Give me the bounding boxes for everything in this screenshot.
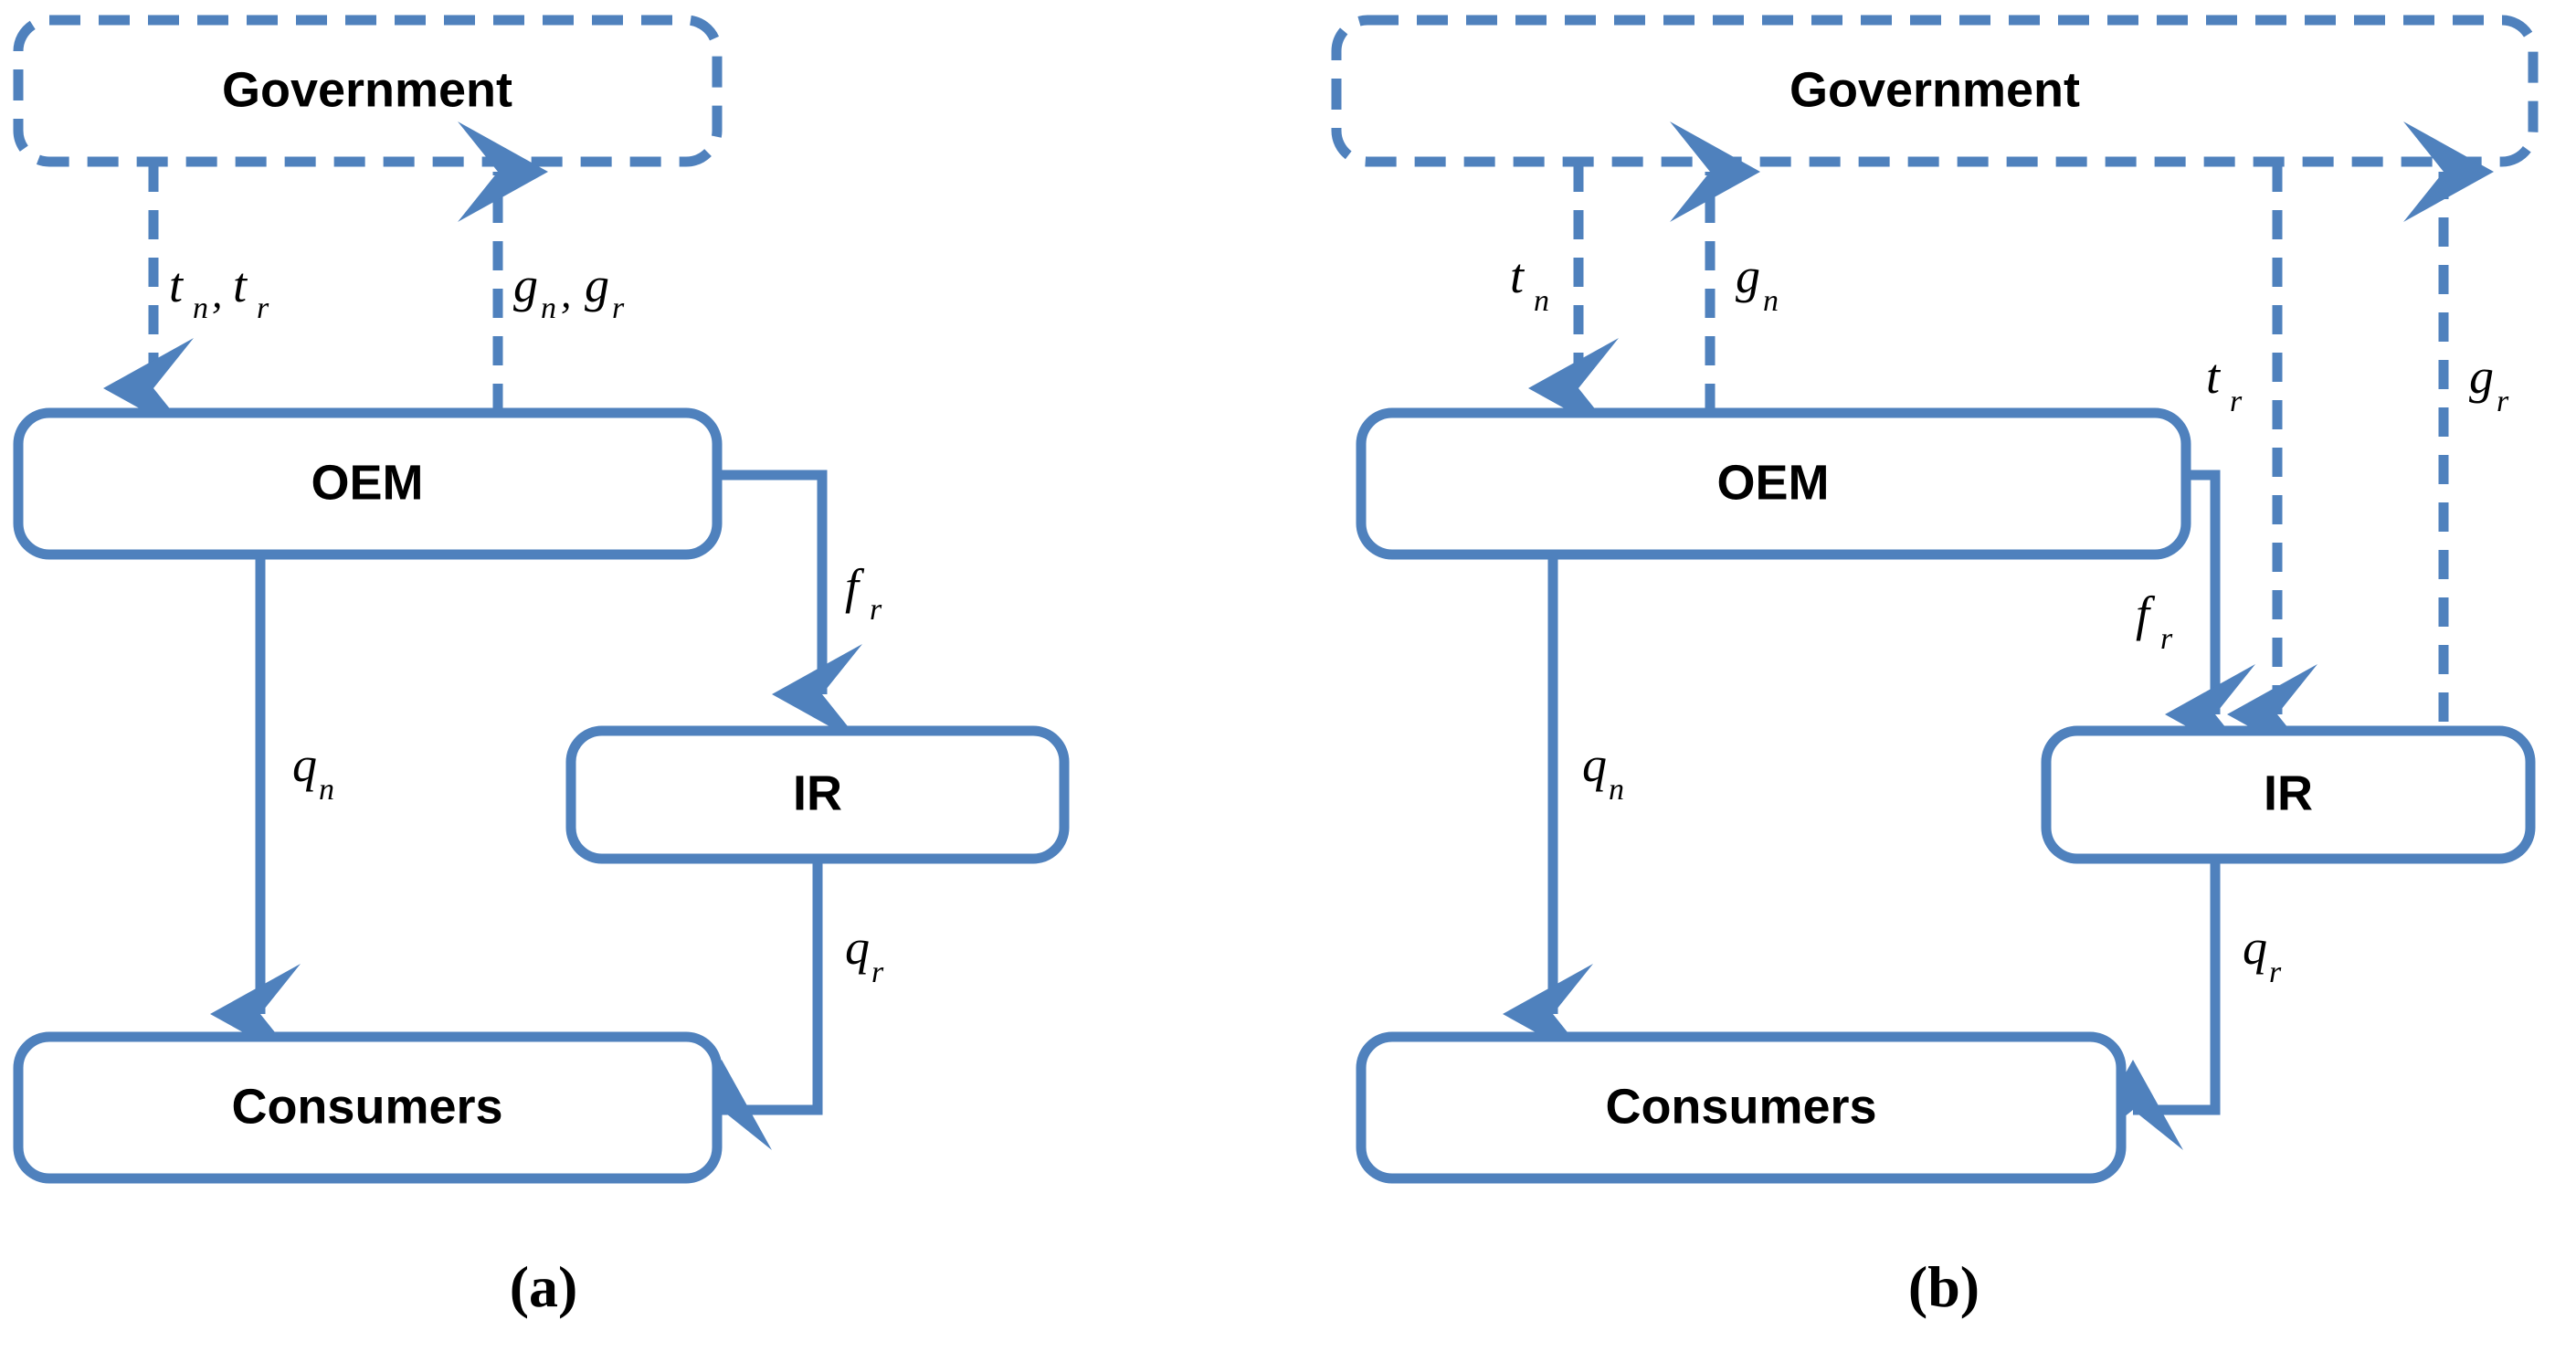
edge-ir-to-consumers: q r <box>671 859 884 1150</box>
label-fr-base: f <box>2136 586 2156 641</box>
label-t-n-base: t <box>169 258 185 312</box>
consumers-label: Consumers <box>231 1079 502 1134</box>
edge-oem-to-ir: f r <box>717 470 882 745</box>
edge-gov-to-oem: t n <box>1510 163 1619 438</box>
label-tn-base: t <box>1510 248 1526 303</box>
label-f-r-base: f <box>845 559 865 614</box>
node-ir: IR <box>2041 725 2536 864</box>
label-t-comma: , <box>212 269 223 316</box>
label-fr-sub: r <box>2160 622 2173 656</box>
oem-label: OEM <box>311 455 423 510</box>
oem-label: OEM <box>1716 455 1829 510</box>
label-q-n-base: q <box>292 737 317 792</box>
edge-ir-to-gov: g r <box>2403 121 2509 722</box>
consumers-box <box>13 1031 723 1184</box>
node-oem: OEM <box>1356 407 2191 560</box>
oem-to-ir-line <box>717 470 862 745</box>
label-gr-base: g <box>2469 349 2494 404</box>
node-ir: IR <box>565 725 1070 864</box>
edge-oem-to-gov: g n <box>1670 121 1779 413</box>
edge-oem-to-consumers: q n <box>1503 555 1624 1064</box>
label-g-r-sub: r <box>612 291 625 325</box>
label-q-n-sub: n <box>319 773 334 807</box>
node-consumers: Consumers <box>1356 1031 2127 1184</box>
government-label: Government <box>222 62 512 117</box>
label-qr-sub: r <box>2269 956 2282 989</box>
consumers-box <box>1356 1031 2127 1184</box>
ir-to-consumers-line <box>671 859 823 1150</box>
label-t-r-base: t <box>233 258 248 312</box>
label-tr-base: t <box>2206 349 2222 404</box>
label-t-r-sub: r <box>257 291 269 325</box>
node-government: Government <box>1331 15 2539 167</box>
label-f-r-sub: r <box>870 593 882 627</box>
label-qr-base: q <box>2243 920 2267 975</box>
label-tn-sub: n <box>1534 284 1549 318</box>
government-box <box>1331 15 2539 167</box>
label-tr-sub: r <box>2230 385 2243 418</box>
panel-a: Government t n , t r g n , g r <box>13 15 1070 1319</box>
ir-box <box>2041 725 2536 864</box>
label-gn-base: g <box>1736 248 1760 303</box>
oem-to-ir-line <box>2165 470 2255 765</box>
caption-a: (a) <box>510 1254 578 1319</box>
node-oem: OEM <box>13 407 723 560</box>
oem-box <box>1356 407 2191 560</box>
node-government: Government <box>13 15 723 167</box>
label-g-n-base: g <box>513 258 538 312</box>
ir-to-consumers-line <box>2083 859 2221 1150</box>
label-t-n-sub: n <box>193 291 208 325</box>
ir-label: IR <box>793 766 842 820</box>
label-gn-sub: n <box>1763 284 1779 318</box>
label-g-comma: , <box>561 269 572 316</box>
consumers-label: Consumers <box>1605 1079 1876 1134</box>
label-qn-base: q <box>1582 737 1607 792</box>
label-qn-sub: n <box>1609 773 1624 807</box>
node-consumers: Consumers <box>13 1031 723 1184</box>
oem-box <box>13 407 723 560</box>
label-q-r-base: q <box>845 920 870 975</box>
label-gr-sub: r <box>2497 385 2509 418</box>
label-q-r-sub: r <box>871 956 884 989</box>
edge-oem-to-consumers: q n <box>210 555 334 1064</box>
edge-gov-to-ir: t r <box>2206 163 2317 765</box>
panel-b: Government t n g n t r <box>1288 0 2576 1352</box>
edge-gov-to-oem: t n , t r <box>103 163 269 438</box>
government-label: Government <box>1789 62 2080 117</box>
label-g-r-base: g <box>585 258 609 312</box>
label-g-n-sub: n <box>541 291 556 325</box>
caption-b: (b) <box>1908 1254 1980 1319</box>
edge-ir-to-consumers: q r <box>2083 859 2282 1150</box>
ir-label: IR <box>2264 766 2313 820</box>
edge-oem-to-gov: g n , g r <box>458 121 625 413</box>
